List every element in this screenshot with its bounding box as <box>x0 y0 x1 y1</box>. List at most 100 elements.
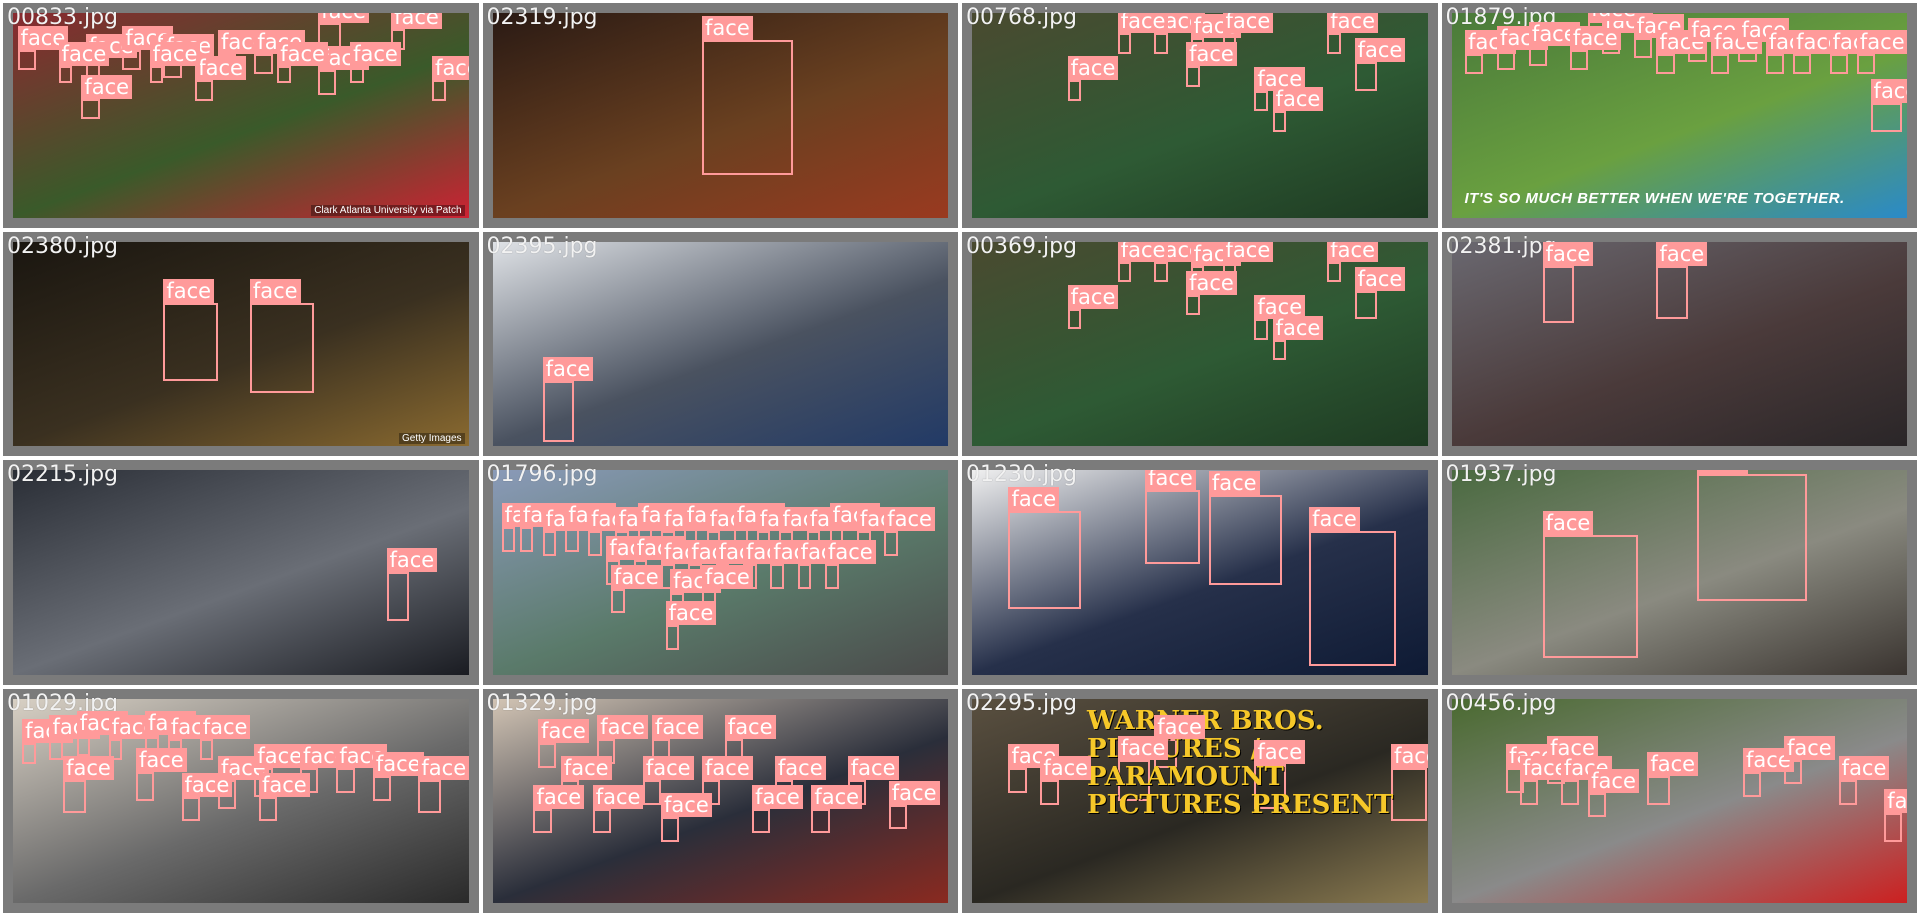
face-bounding-box <box>1117 759 1150 801</box>
face-label: face <box>277 42 328 67</box>
face-bounding-box <box>519 527 534 552</box>
image-tile[interactable]: faceface01937.jpg <box>1441 460 1917 685</box>
face-label: face <box>774 756 826 781</box>
face-bounding-box <box>386 572 410 622</box>
face-label: face <box>135 748 187 773</box>
image-tile[interactable]: IT'S SO MUCH BETTER WHEN WE'RE TOGETHER.… <box>1441 3 1917 228</box>
face-label: face <box>1272 315 1324 340</box>
face-bounding-box <box>1354 62 1378 91</box>
face-bounding-box <box>1154 33 1168 54</box>
face-label: face <box>1254 739 1306 764</box>
face-bounding-box <box>1519 780 1539 805</box>
face-bounding-box <box>542 531 557 556</box>
poster-banner-text: WARNER BROS. PICTURES / PARAMOUNT PICTUR… <box>1087 705 1394 820</box>
face-bounding-box <box>1542 535 1639 659</box>
face-label: face <box>811 784 863 809</box>
face-label: face <box>1222 241 1274 262</box>
face-label: face <box>1254 66 1306 91</box>
image-caption: IT'S SO MUCH BETTER WHEN WE'RE TOGETHER. <box>1464 189 1845 207</box>
face-label: face <box>199 715 251 740</box>
face-label: face <box>58 42 110 67</box>
face-label: face <box>1117 13 1169 34</box>
face-bounding-box <box>135 772 155 801</box>
face-bounding-box <box>1588 792 1607 818</box>
face-label: face <box>195 56 246 81</box>
face-bounding-box <box>1354 290 1378 320</box>
face-bounding-box <box>501 527 516 552</box>
face-label: face <box>1547 735 1598 760</box>
face-label: face <box>702 564 753 589</box>
face-bounding-box <box>195 80 214 101</box>
face-label: face <box>1208 470 1260 495</box>
face-bounding-box <box>1272 111 1287 132</box>
face-bounding-box <box>108 739 123 760</box>
face-bounding-box <box>538 743 557 769</box>
face-bounding-box <box>1067 308 1082 330</box>
face-label: face <box>254 744 306 769</box>
image-caption: Getty Images <box>399 433 465 444</box>
face-bounding-box <box>318 70 337 95</box>
face-bounding-box <box>1560 780 1580 805</box>
face-bounding-box <box>277 66 291 83</box>
face-bounding-box <box>199 739 214 760</box>
face-label: face <box>642 756 694 781</box>
face-bounding-box <box>181 796 200 822</box>
face-label: face <box>1884 789 1907 814</box>
face-bounding-box <box>249 302 314 393</box>
face-bounding-box <box>1117 261 1132 283</box>
face-label: face <box>1354 266 1406 291</box>
face-label: face <box>1697 470 1749 475</box>
face-bounding-box <box>418 780 442 814</box>
face-bounding-box <box>825 564 839 589</box>
face-bounding-box <box>336 768 355 793</box>
face-label: face <box>542 356 594 381</box>
face-label: face <box>249 278 301 303</box>
face-bounding-box <box>1656 266 1689 320</box>
face-bounding-box <box>1697 474 1807 601</box>
face-label: face <box>661 793 712 818</box>
face-label: face <box>752 784 803 809</box>
image-tile[interactable]: WARNER BROS. PICTURES / PARAMOUNT PICTUR… <box>962 688 1438 913</box>
face-label: face <box>318 13 369 24</box>
face-label: face <box>391 13 442 30</box>
face-label: face <box>1067 56 1119 81</box>
image-tile[interactable]: facefacefacefacefacefacefacefacefaceface… <box>1441 688 1917 913</box>
face-bounding-box <box>1008 768 1027 793</box>
face-label: face <box>1588 13 1639 22</box>
face-label: face <box>1542 242 1594 267</box>
face-label: face <box>1254 295 1306 320</box>
face-bounding-box <box>1829 53 1848 75</box>
face-label: face <box>81 74 133 99</box>
face-label: face <box>1008 744 1060 769</box>
face-bounding-box <box>1793 53 1812 75</box>
face-label: face <box>1743 748 1794 773</box>
face-label: face <box>888 780 940 805</box>
face-bounding-box <box>17 49 36 71</box>
face-label: face <box>1117 241 1169 262</box>
face-label: face <box>63 756 114 781</box>
face-bounding-box <box>1254 763 1287 809</box>
face-bounding-box <box>884 531 898 556</box>
face-bounding-box <box>1254 90 1269 112</box>
face-bounding-box <box>372 776 392 801</box>
face-bounding-box <box>1186 66 1200 87</box>
face-bounding-box <box>1186 294 1200 316</box>
